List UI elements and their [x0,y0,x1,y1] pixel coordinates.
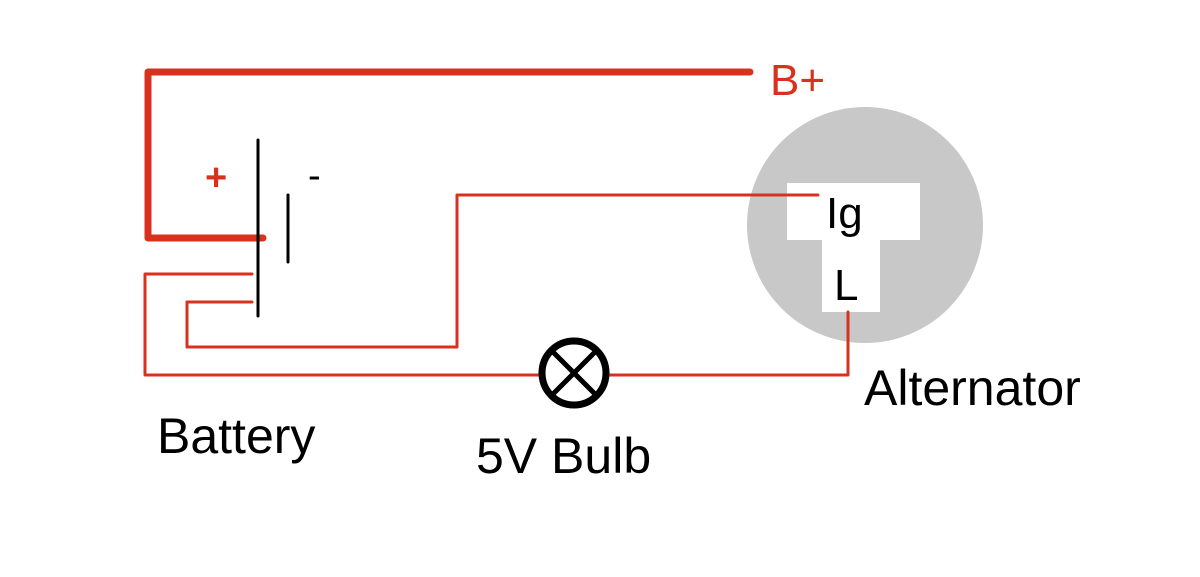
battery-symbol [256,138,290,318]
lamp-cross-icon [538,337,610,409]
b-plus-label: B+ [770,56,825,105]
lamp-terminal-label: L [834,261,858,310]
battery-negative-label: - [308,155,321,197]
bulb-label: 5V Bulb [476,428,651,484]
alternator-label: Alternator [864,360,1081,416]
bulb-cross-b [550,349,598,397]
lamp-circuit-wire [143,272,542,377]
battery-positive-label: + [205,157,227,199]
alternator-terminal-block [787,183,920,312]
battery-label: Battery [157,408,315,464]
ignition-terminal-label: Ig [826,189,863,238]
ignition-wire [185,193,820,349]
alternator [747,107,983,343]
b-plus-wire [144,68,754,242]
lamp-return-wire [606,310,850,377]
